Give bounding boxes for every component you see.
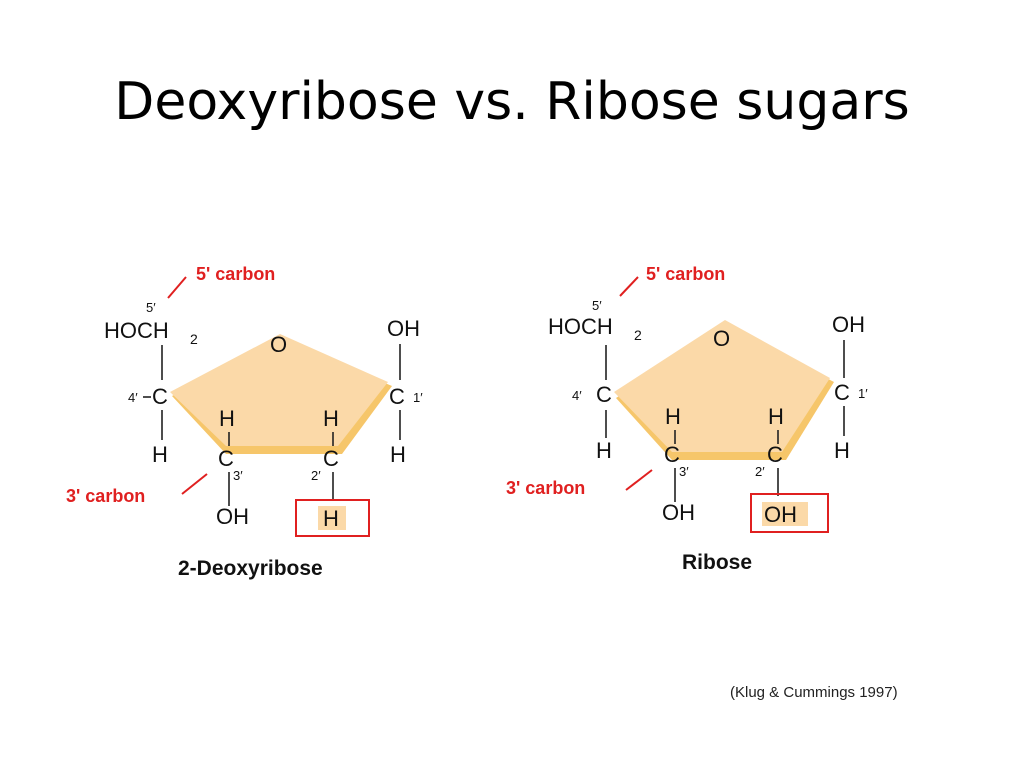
ribose-c4: C — [596, 382, 612, 407]
ribose-c4-h: H — [596, 438, 612, 463]
ribose-ring-oxygen: O — [713, 326, 730, 351]
deoxyribose-c1-oh: OH — [387, 316, 420, 341]
ribose-hoch2-subscript: 2 — [634, 327, 642, 343]
deoxyribose-3-prime-pointer — [181, 473, 208, 495]
ribose-c2-substituent: OH — [764, 502, 797, 527]
ribose-c1: C — [834, 380, 850, 405]
ribose-c4-number: 4′ — [572, 388, 582, 403]
ribose-ring — [614, 320, 830, 452]
ribose-c2: C — [767, 442, 783, 467]
ribose-c3-h: H — [665, 404, 681, 429]
slide-title: Deoxyribose vs. Ribose sugars — [114, 72, 910, 132]
deoxyribose-c4-h: H — [152, 442, 168, 467]
deoxyribose-c2-number: 2′ — [311, 468, 321, 483]
ribose-c2-highlight-box — [750, 493, 829, 533]
ribose-c1-number: 1′ — [858, 386, 868, 401]
deoxyribose-c2-substituent: H — [323, 506, 339, 531]
deoxyribose-ring-oxygen: O — [270, 332, 287, 357]
deoxyribose-structure: 5′ HOCH 2 O OH C 1′ H 4′ C H H C 3′ OH H… — [66, 264, 423, 580]
ribose-5-prime-callout: 5' carbon — [646, 264, 725, 284]
ribose-3-prime-callout: 3' carbon — [506, 478, 585, 498]
deoxyribose-c3-oh: OH — [216, 504, 249, 529]
deoxyribose-name: 2-Deoxyribose — [178, 557, 323, 580]
deoxyribose-hoch2: HOCH — [104, 318, 169, 343]
ribose-c2-number: 2′ — [755, 464, 765, 479]
deoxyribose-ring — [170, 334, 388, 446]
ribose-c2-highlight-fill — [762, 502, 808, 526]
ribose-name: Ribose — [682, 551, 752, 574]
ribose-5-prime-pointer — [619, 276, 639, 297]
deoxyribose-3-prime-callout: 3' carbon — [66, 486, 145, 506]
deoxyribose-c3-h: H — [219, 406, 235, 431]
deoxyribose-c1-h: H — [390, 442, 406, 467]
deoxyribose-hoch2-subscript: 2 — [190, 331, 198, 347]
ribose-c3-number: 3′ — [679, 464, 689, 479]
deoxyribose-c5-number: 5′ — [146, 300, 156, 315]
deoxyribose-c4: C — [152, 384, 168, 409]
deoxyribose-c2-highlight-fill — [318, 506, 346, 530]
ribose-hoch2: HOCH — [548, 314, 613, 339]
ribose-c1-oh: OH — [832, 312, 865, 337]
deoxyribose-c2-highlight-box — [295, 499, 370, 537]
deoxyribose-c1-number: 1′ — [413, 390, 423, 405]
ribose-c1-h: H — [834, 438, 850, 463]
ribose-3-prime-pointer — [625, 469, 653, 491]
deoxyribose-c2: C — [323, 446, 339, 471]
deoxyribose-c2-h: H — [323, 406, 339, 431]
deoxyribose-c4-number: 4′ — [128, 390, 138, 405]
citation: (Klug & Cummings 1997) — [730, 684, 898, 701]
deoxyribose-5-prime-callout: 5' carbon — [196, 264, 275, 284]
deoxyribose-c3-number: 3′ — [233, 468, 243, 483]
ribose-structure: 5′ HOCH 2 O OH C 1′ H 4′ C H H C 3′ OH H… — [506, 264, 868, 574]
deoxyribose-c1: C — [389, 384, 405, 409]
ribose-c2-h: H — [768, 404, 784, 429]
ribose-c3-oh: OH — [662, 500, 695, 525]
deoxyribose-c3: C — [218, 446, 234, 471]
ribose-c3: C — [664, 442, 680, 467]
deoxyribose-5-prime-pointer — [167, 276, 187, 299]
ribose-c5-number: 5′ — [592, 298, 602, 313]
